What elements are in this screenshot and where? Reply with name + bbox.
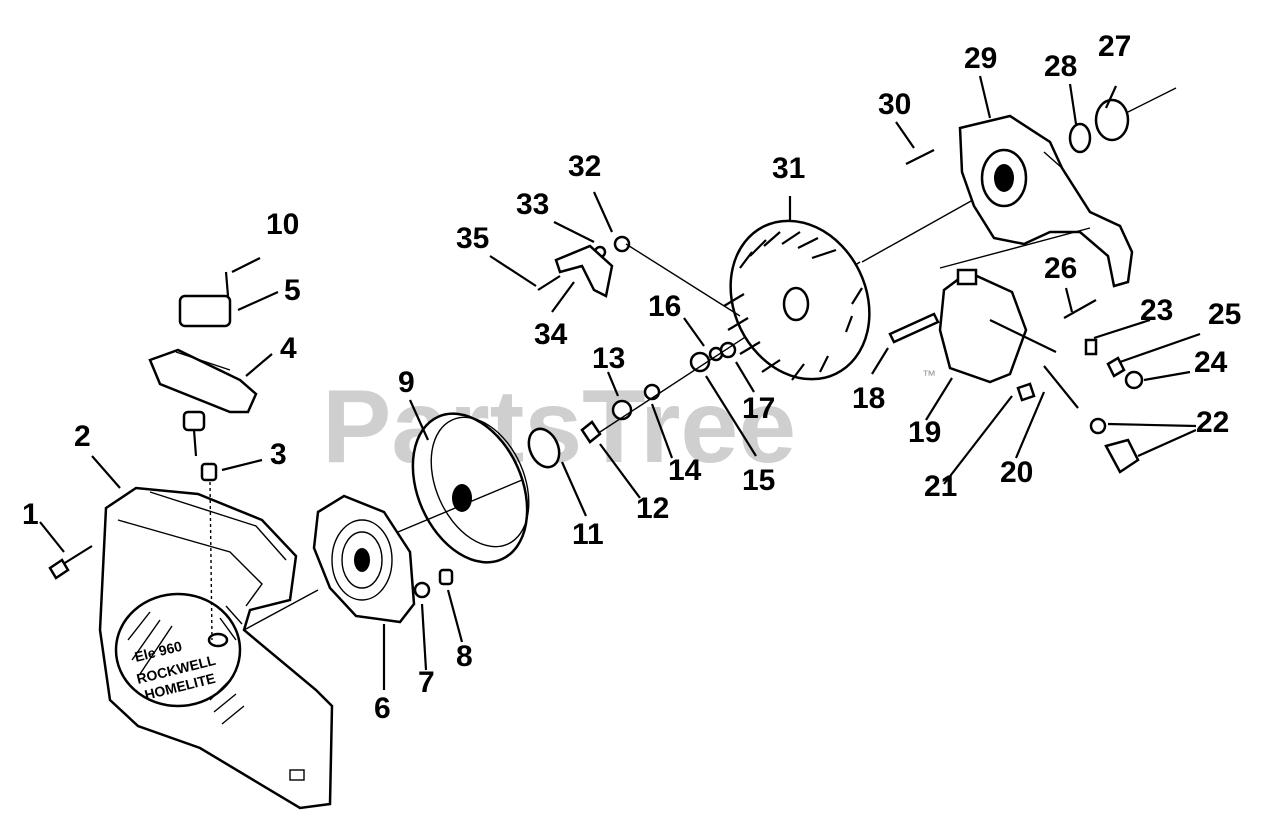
callout-8[interactable]: 8 [456,640,473,673]
screw-part-26[interactable] [1063,299,1097,319]
watermark: PartsTree ™ [322,367,936,485]
watermark-text: PartsTree [322,369,796,485]
leader-lines [39,75,1201,690]
callout-18[interactable]: 18 [852,382,885,415]
starter-handle-part-4[interactable] [148,348,258,457]
callout-23[interactable]: 23 [1140,294,1173,327]
callout-30[interactable]: 30 [878,88,911,121]
callout-13[interactable]: 13 [592,342,625,375]
callout-33[interactable]: 33 [516,188,549,221]
callout-15[interactable]: 15 [742,464,775,497]
callout-29[interactable]: 29 [964,42,997,75]
washer-part-32[interactable] [613,235,631,253]
crankcase-part-29[interactable] [958,114,1134,288]
washer-part-13[interactable] [611,399,633,421]
clip-part-21[interactable] [1016,382,1036,402]
bushing-part-3[interactable] [200,462,218,482]
screw-part-8[interactable] [438,568,454,586]
callout-17[interactable]: 17 [742,392,775,425]
callout-32[interactable]: 32 [568,150,601,183]
flywheel-part-31[interactable] [705,197,896,402]
pin-part-10[interactable] [224,271,230,297]
callout-7[interactable]: 7 [418,666,435,699]
seal-part-28[interactable] [1068,122,1092,154]
callout-11[interactable]: 11 [572,518,604,551]
callout-27[interactable]: 27 [1098,30,1131,63]
washer-part-14[interactable] [643,383,661,401]
bracket-part-34[interactable] [554,244,614,298]
callout-14[interactable]: 14 [668,454,702,487]
callout-16[interactable]: 16 [648,290,681,323]
callout-21[interactable]: 21 [924,470,957,503]
callout-3[interactable]: 3 [270,438,287,471]
handle-insert-part-5[interactable] [178,294,232,328]
callout-31[interactable]: 31 [772,152,805,185]
callout-26[interactable]: 26 [1044,252,1077,285]
screw-part-30[interactable] [905,149,935,165]
wire-part-20[interactable] [1043,365,1079,409]
callout-35[interactable]: 35 [456,222,489,255]
callout-34[interactable]: 34 [534,318,568,351]
callout-25[interactable]: 25 [1208,298,1241,331]
nut-part-24[interactable] [1124,370,1144,390]
callout-10[interactable]: 10 [266,208,299,241]
callout-9[interactable]: 9 [398,366,415,399]
terminal-part-23[interactable] [1084,338,1098,356]
ignition-module-part-19[interactable] [938,268,1057,384]
callout-1[interactable]: 1 [22,498,39,531]
callout-20[interactable]: 20 [1000,456,1033,489]
callout-19[interactable]: 19 [908,416,941,449]
callout-22[interactable]: 22 [1196,406,1229,439]
washer-part-25[interactable] [1106,356,1126,378]
callout-4[interactable]: 4 [280,332,297,365]
bearing-part-27[interactable] [1094,98,1130,142]
watermark-tm: ™ [922,367,936,383]
callout-6[interactable]: 6 [374,692,391,725]
rewind-spring-part-6[interactable] [243,494,416,631]
callout-28[interactable]: 28 [1044,50,1077,83]
pulley-part-9[interactable] [391,396,549,581]
screw-part-35[interactable] [537,275,561,291]
nut-part-15[interactable] [689,351,711,373]
callout-12[interactable]: 12 [636,492,669,525]
callout-2[interactable]: 2 [74,420,91,453]
callout-5[interactable]: 5 [284,274,301,307]
callout-24[interactable]: 24 [1194,346,1228,379]
nut-part-7[interactable] [413,581,431,599]
ring-part-11[interactable] [523,424,565,472]
spark-plug-boot-part-22[interactable] [1089,417,1140,474]
bearing-part-12[interactable] [580,420,602,444]
starter-housing[interactable]: Ele 960 ROCKWELL HOMELITE [98,486,334,810]
screw-part-1[interactable] [48,545,93,580]
screw-part-18[interactable] [888,312,940,344]
callout-labels: 1 2 3 4 5 6 7 8 9 10 11 12 13 14 15 16 1… [22,30,1241,725]
